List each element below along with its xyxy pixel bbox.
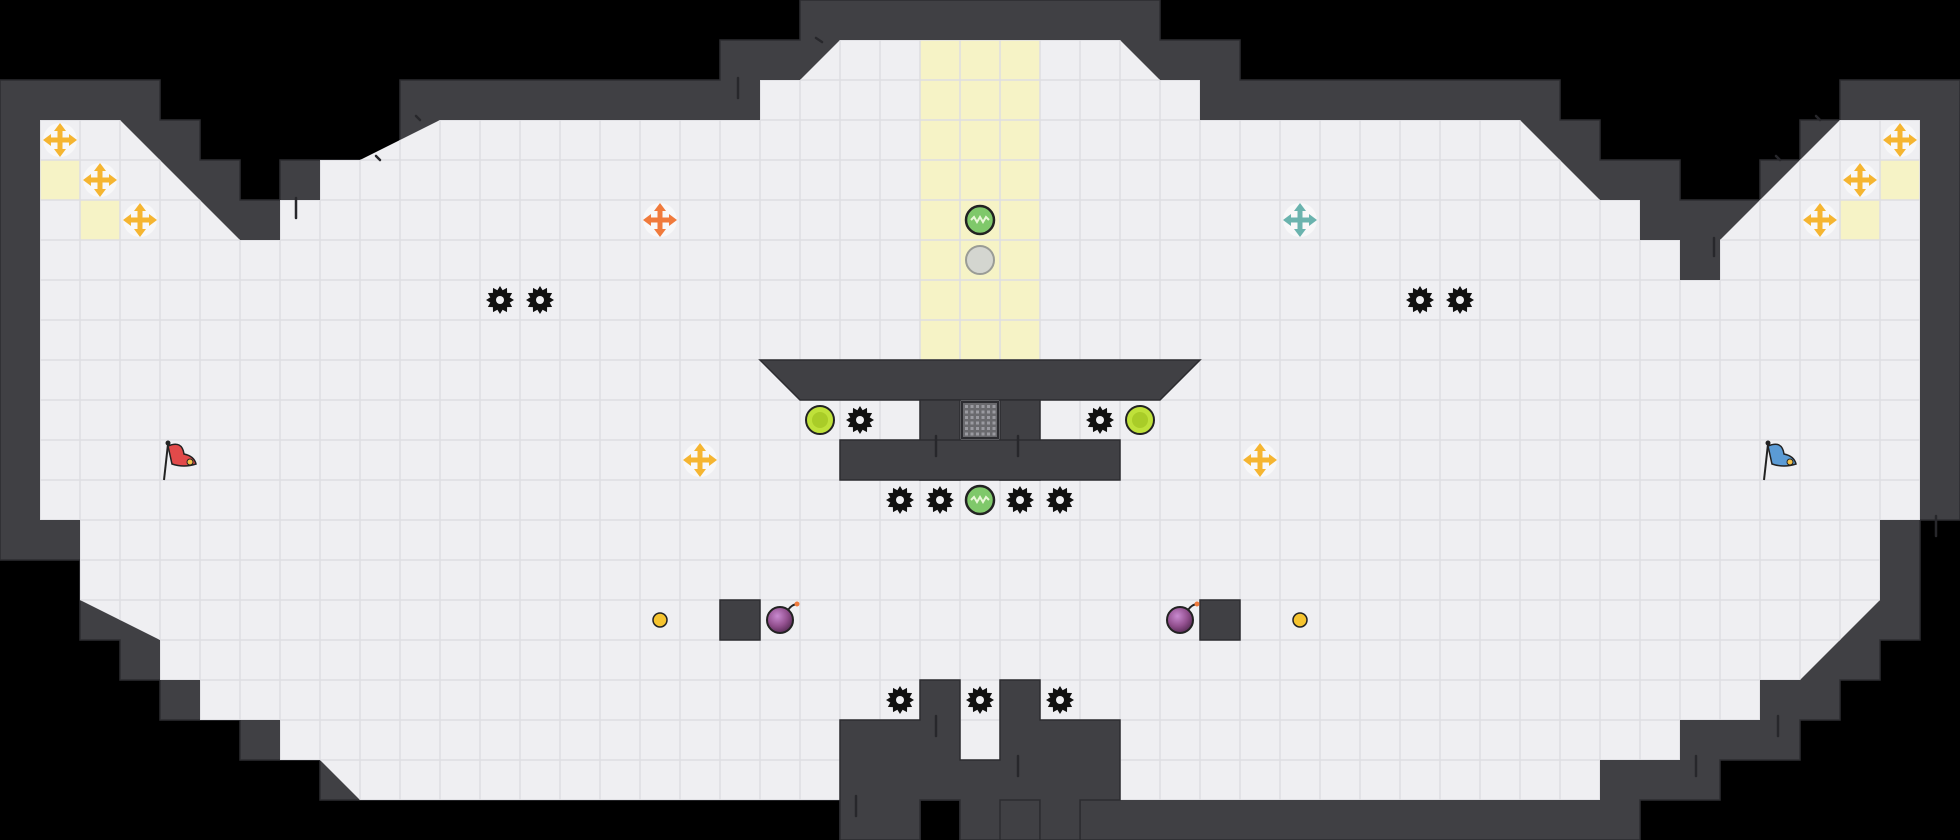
boost-pad-yellow-icon — [683, 443, 717, 477]
saw-blade-icon — [1406, 286, 1434, 314]
red-flag-icon — [163, 440, 197, 481]
saw-blade-icon — [1046, 686, 1074, 714]
boost-pad-yellow-icon — [43, 123, 77, 157]
saw-blade-icon — [846, 406, 874, 434]
lime-orb-icon — [805, 405, 835, 435]
saw-blade-icon — [1446, 286, 1474, 314]
green-orb-icon — [964, 204, 996, 236]
saw-blade-icon — [1006, 486, 1034, 514]
boost-pad-yellow-icon — [1843, 163, 1877, 197]
green-orb-icon — [964, 484, 996, 516]
saw-blade-icon — [926, 486, 954, 514]
blue-flag-icon — [1763, 440, 1797, 481]
coin-icon — [652, 612, 668, 628]
bomb-icon — [766, 601, 800, 634]
block-left — [719, 599, 761, 641]
saw-blade-icon — [486, 286, 514, 314]
block-right — [1199, 599, 1241, 641]
boost-pad-yellow-icon — [1883, 123, 1917, 157]
saw-blade-icon — [886, 486, 914, 514]
boost-pad-yellow-icon — [123, 203, 157, 237]
grate-icon — [961, 401, 999, 439]
saw-blade-icon — [886, 686, 914, 714]
wall-details — [294, 36, 1938, 818]
saw-blade-icon — [526, 286, 554, 314]
coin-icon — [1292, 612, 1308, 628]
bottom-center-wall — [839, 679, 1121, 840]
boost-pad-teal-icon — [1283, 203, 1317, 237]
items-layer — [43, 123, 1917, 714]
lime-orb-icon — [1125, 405, 1155, 435]
grey-orb-icon — [965, 245, 995, 275]
saw-blade-icon — [1046, 486, 1074, 514]
saw-blade-icon — [966, 686, 994, 714]
saw-blade-icon — [1086, 406, 1114, 434]
boost-pad-yellow-icon — [1803, 203, 1837, 237]
center-top-wall — [758, 359, 1202, 401]
center-bottom-wall — [839, 439, 1121, 481]
boost-pad-yellow-icon — [1243, 443, 1277, 477]
bomb-icon — [1166, 601, 1200, 634]
boost-pad-orange-icon — [643, 203, 677, 237]
boost-pad-yellow-icon — [83, 163, 117, 197]
